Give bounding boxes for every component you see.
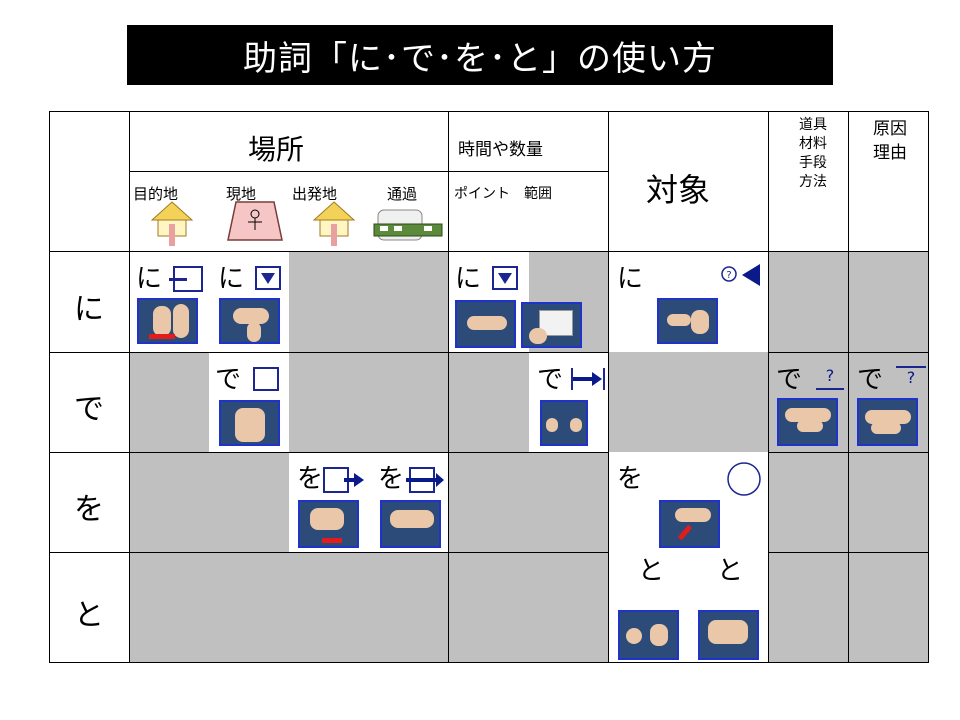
hand-sign-photo	[380, 500, 441, 548]
page-title: 助詞「に･で･を･と」の使い方	[127, 25, 833, 85]
hand-sign-photo	[659, 500, 720, 548]
de-tool-text: で	[776, 365, 803, 395]
de-here-text: で	[215, 365, 242, 395]
empty-cell	[129, 352, 209, 452]
hand-sign-photo	[219, 400, 280, 446]
ni-destination-text: に	[136, 264, 163, 294]
empty-cell	[289, 352, 448, 452]
hand-sign-photo	[219, 298, 280, 344]
row-label-wo: を	[74, 492, 104, 527]
circle-target-icon	[727, 462, 761, 496]
box-icon	[253, 367, 279, 391]
arrow-into-box-icon	[169, 266, 203, 292]
range-arrow-icon	[571, 368, 605, 390]
down-triangle-box-icon	[255, 266, 281, 290]
hand-sign-photo	[540, 400, 588, 446]
hand-sign-photo	[657, 298, 718, 344]
header-target: 対象	[646, 171, 711, 209]
tunnel-train-icon	[373, 209, 443, 241]
hand-sign-photo	[777, 398, 838, 446]
svg-text:?: ?	[726, 270, 731, 281]
header-time: 時間や数量	[458, 140, 543, 160]
hand-sign-photo	[137, 298, 198, 344]
ni-here-text: に	[218, 264, 245, 294]
place-mat-icon	[227, 201, 283, 241]
hand-sign-photo	[455, 300, 516, 348]
hand-sign-photo	[698, 610, 759, 660]
arrow-out-box-icon	[323, 467, 364, 493]
wo-target-text: を	[617, 464, 644, 494]
header-tool: 道具 材料 手段 方法	[799, 117, 827, 190]
de-range-text: で	[537, 365, 564, 395]
empty-cell	[129, 452, 289, 552]
empty-cell	[448, 452, 608, 552]
hand-sign-photo	[618, 610, 679, 660]
empty-cell	[608, 352, 768, 452]
to-text-1: と	[638, 556, 665, 586]
ni-target-text: に	[617, 264, 644, 294]
wo-passing-text: を	[378, 464, 405, 494]
header-passing: 通過	[387, 185, 418, 203]
row-label-to: と	[74, 598, 104, 633]
question-target-icon: ?	[721, 264, 760, 286]
calendar-photo	[521, 302, 582, 348]
header-current-place: 現地	[226, 185, 257, 203]
header-departure: 出発地	[292, 185, 338, 203]
hand-sign-photo	[298, 500, 359, 548]
header-cause: 原因 理由	[873, 119, 907, 163]
row-label-de: で	[74, 392, 104, 427]
empty-cell	[289, 252, 448, 352]
header-destination: 目的地	[133, 185, 179, 203]
time-point-icon	[492, 266, 518, 290]
hand-sign-photo	[857, 398, 918, 446]
header-place: 場所	[248, 133, 305, 166]
question-tool-icon: ?	[816, 366, 844, 390]
house-destination-icon	[150, 201, 194, 246]
to-text-2: と	[717, 556, 744, 586]
empty-cell	[129, 552, 608, 662]
header-time-subs: ポイント 範囲	[454, 186, 552, 202]
de-cause-text: で	[857, 365, 884, 395]
house-departure-icon	[312, 201, 356, 246]
row-label-ni: に	[74, 292, 104, 327]
ni-time-text: に	[455, 264, 482, 294]
wo-departure-text: を	[297, 464, 324, 494]
arrow-through-box-icon	[406, 467, 444, 493]
question-cause-icon: ?	[896, 366, 926, 390]
empty-cell	[448, 352, 529, 452]
